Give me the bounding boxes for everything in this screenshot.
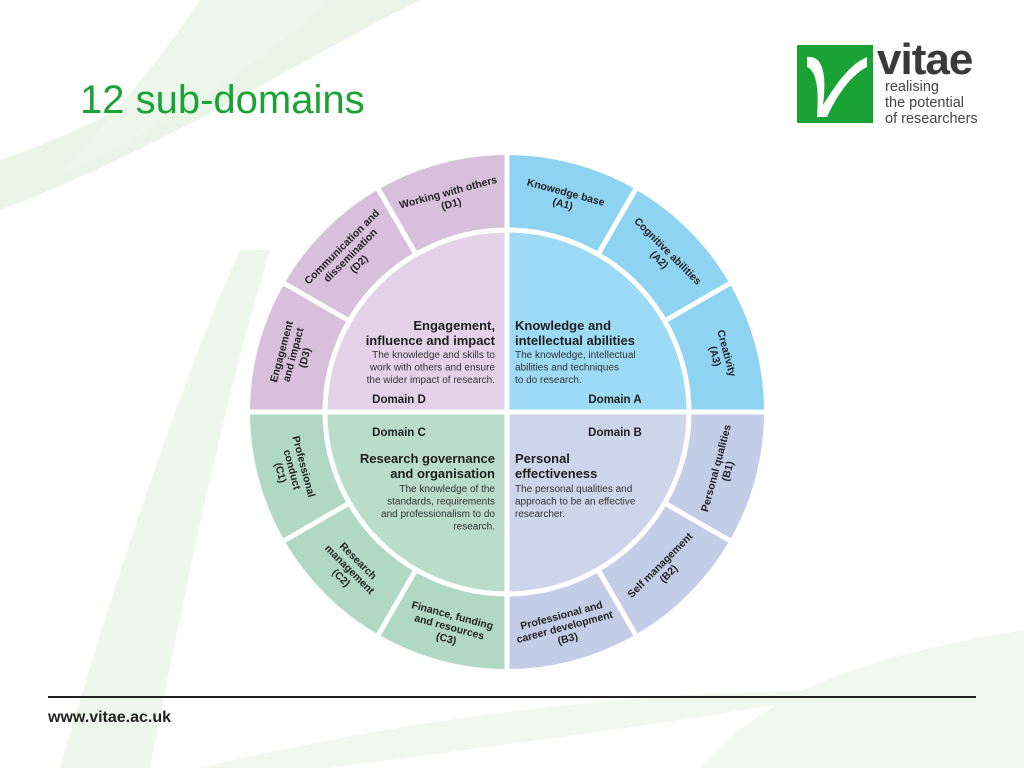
domain-description-line: approach to be an effective	[515, 497, 636, 508]
domain-a-sector	[507, 230, 689, 412]
domain-b-tag: Domain B	[588, 427, 642, 439]
subdomain-divider	[595, 568, 640, 639]
domain-description-line: work with others and ensure	[369, 363, 496, 374]
domain-b-sector	[507, 412, 689, 594]
domain-title-line: Research governance	[360, 451, 495, 466]
domain-d-sector	[325, 230, 507, 412]
logo-tagline-line: of researchers	[885, 111, 978, 127]
subdomain-divider	[374, 568, 419, 639]
subdomain-label-line: (D1)	[440, 196, 463, 213]
vitae-logo: vitae realising the potential of researc…	[797, 35, 987, 128]
domain-title-line: effectiveness	[515, 466, 597, 481]
subdomain-divider	[663, 279, 734, 324]
logo-tagline: realising the potential of researchers	[885, 79, 978, 127]
logo-wordmark: vitae	[877, 35, 973, 84]
domain-title-line: intellectual abilities	[515, 333, 635, 348]
domain-title-line: Personal	[515, 451, 570, 466]
logo-tagline-line: realising	[885, 79, 939, 95]
subdomain-label-line: (A3)	[706, 345, 723, 368]
domain-title-line: and organisation	[390, 466, 495, 481]
subdomain-label-line: (A1)	[551, 196, 574, 213]
domain-title-line: Engagement,	[413, 318, 495, 333]
subdomain-label-line: (B1)	[720, 460, 737, 483]
domain-d-tag: Domain D	[372, 394, 426, 406]
subdomain-label-line: (B3)	[556, 631, 579, 648]
page-title: 12 sub-domains	[80, 78, 365, 122]
domain-description-line: abilities and techniques	[515, 363, 619, 374]
logo-tagline-line: the potential	[885, 95, 965, 111]
subdomain-divider	[374, 185, 419, 256]
domain-description-line: standards, requirements	[387, 497, 495, 508]
domain-c-tag: Domain C	[372, 427, 426, 439]
domain-title-line: influence and impact	[366, 333, 496, 348]
domain-description-line: researcher.	[515, 509, 565, 520]
footer-url: www.vitae.ac.uk	[48, 709, 172, 726]
domain-title-line: Knowledge and	[515, 318, 611, 333]
vitae-logo-mark	[797, 45, 873, 123]
domain-c-sector	[325, 412, 507, 594]
domain-c-description: The knowledge of the standards, requireme…	[381, 484, 495, 533]
subdomain-divider	[280, 500, 351, 545]
subdomain-label-line: (C3)	[435, 631, 458, 648]
subdomain-divider	[280, 279, 351, 324]
domain-description-line: The knowledge of the	[399, 484, 495, 495]
domain-description-line: the wider impact of research.	[367, 375, 495, 386]
domain-a-description: The knowledge, intellectual abilities and…	[515, 350, 636, 386]
footer-divider	[48, 696, 976, 698]
domain-description-line: and professionalism to do	[381, 509, 495, 520]
domain-d-title: Engagement,influence and impact	[366, 318, 496, 348]
subdomain-label-line: (C1)	[272, 461, 289, 484]
subdomain-divider	[595, 185, 640, 256]
domain-description-line: The personal qualities and	[515, 484, 632, 495]
domain-description-line: to do research.	[515, 375, 582, 386]
domain-description-line: The knowledge, intellectual	[515, 350, 636, 361]
domain-b-description: The personal qualities and approach to be…	[515, 484, 636, 520]
domain-d-description: The knowledge and skills to work with oth…	[367, 350, 496, 386]
domain-description-line: research.	[453, 522, 495, 533]
researcher-development-wheel: Working with others(D1)Communication and…	[247, 152, 767, 672]
subdomain-label-line: (D3)	[297, 346, 314, 369]
subdomain-divider	[663, 500, 734, 545]
domain-a-tag: Domain A	[588, 394, 641, 406]
domain-description-line: The knowledge and skills to	[372, 350, 495, 361]
